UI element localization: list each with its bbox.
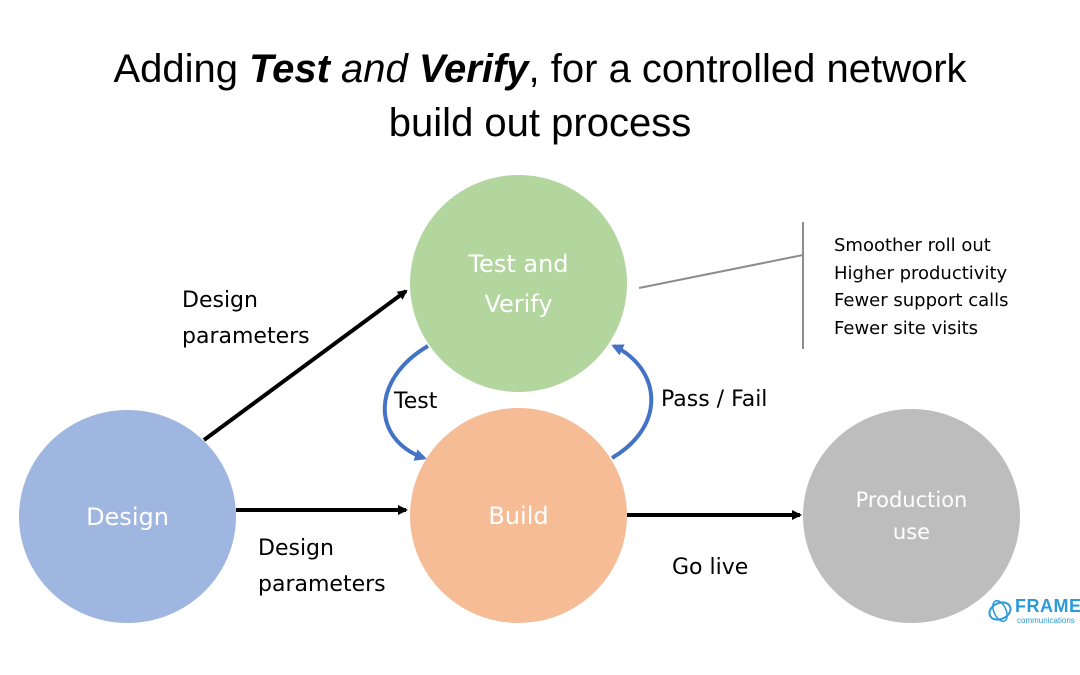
node-test-label-1: Test and	[468, 249, 569, 278]
node-test-label-2: Verify	[484, 289, 553, 318]
logo-name: FRAME	[1015, 596, 1080, 616]
frame-logo-icon	[988, 599, 1012, 623]
edge-label-pass-fail: Pass / Fail	[661, 387, 768, 412]
node-production-label-1: Production	[855, 488, 968, 512]
title-text-rest: , for a controlled network	[528, 47, 967, 91]
node-production-label-2: use	[892, 520, 931, 544]
arrow-pass-fail-loop	[610, 344, 654, 460]
edge-label-go-live: Go live	[672, 555, 749, 580]
title-text-verify: Verify	[418, 47, 529, 91]
arrow-test-loop	[382, 344, 430, 461]
title-text-1: Adding	[113, 47, 250, 91]
node-test-and-verify: Test and Verify	[410, 175, 627, 392]
edge-label-design-params-lower: Design parameters	[258, 536, 386, 597]
benefit-item: Fewer site visits	[834, 317, 979, 339]
benefit-item: Higher productivity	[834, 262, 1008, 284]
node-build-label: Build	[488, 501, 549, 530]
logo-subtitle: communications	[1017, 616, 1075, 625]
node-design: Design	[19, 410, 236, 623]
node-production-use: Production use	[803, 409, 1020, 623]
benefit-item: Smoother roll out	[834, 235, 991, 256]
benefits-list: Smoother roll out Higher productivity Fe…	[834, 232, 1009, 342]
edge-label-design-params-upper: Design parameters	[182, 288, 310, 349]
arrow-design-to-test	[202, 289, 408, 442]
page-title: Adding Test and Verify, for a controlled…	[0, 42, 1080, 150]
node-design-label: Design	[86, 502, 169, 531]
title-line-2: build out process	[388, 101, 692, 145]
node-build: Build	[410, 408, 627, 623]
title-text-and: and	[329, 47, 419, 91]
edge-label-test: Test	[394, 389, 438, 414]
benefit-item: Fewer support calls	[834, 290, 1009, 311]
title-line-1: Adding Test and Verify, for a controlled…	[0, 42, 1080, 96]
benefits-connector	[638, 254, 804, 289]
title-text-test: Test	[249, 47, 330, 91]
